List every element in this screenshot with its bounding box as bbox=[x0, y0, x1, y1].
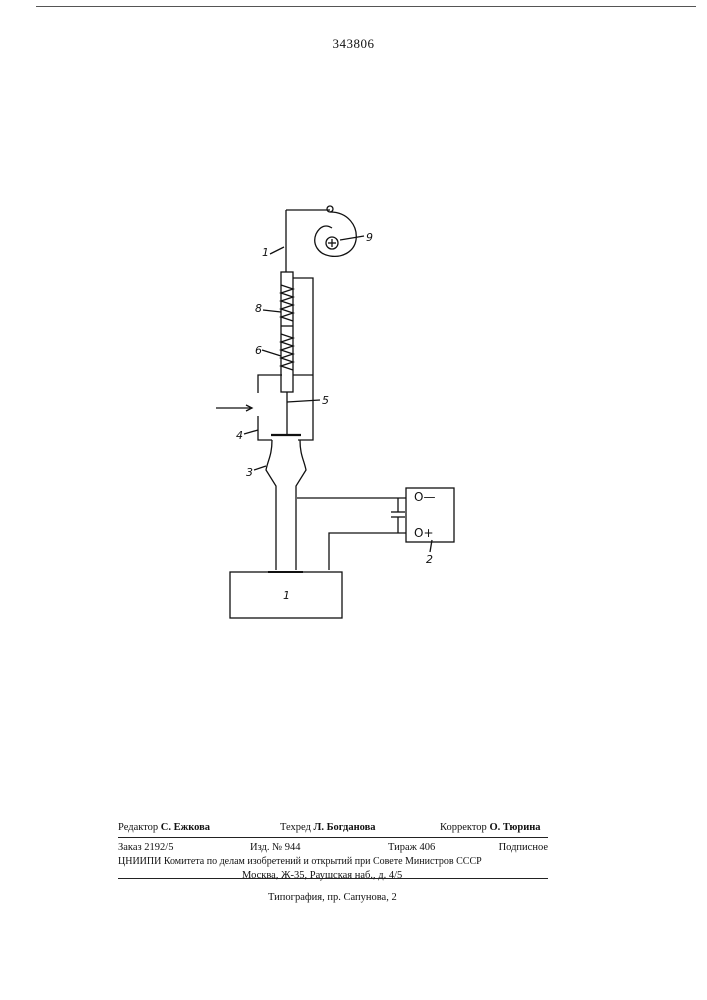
label-power-source: 2 bbox=[426, 553, 433, 566]
editor-label: Редактор bbox=[118, 822, 158, 833]
edition-number: Изд. № 944 bbox=[250, 842, 301, 853]
label-upper-spring: 8 bbox=[255, 302, 262, 315]
label-inlet: 4 bbox=[236, 429, 243, 442]
label-rod: 1 bbox=[262, 246, 269, 259]
label-horn: 3 bbox=[246, 466, 253, 479]
corrector-label: Корректор bbox=[440, 822, 487, 833]
label-cam: 9 bbox=[366, 231, 373, 244]
terminal-positive: O+ bbox=[414, 526, 434, 540]
wire-positive bbox=[329, 533, 406, 570]
printer-row: Типография, пр. Сапунова, 2 bbox=[118, 892, 548, 906]
rule-upper bbox=[118, 837, 548, 838]
label-lower-spring: 6 bbox=[255, 344, 262, 357]
techred-name: Л. Богданова bbox=[314, 822, 376, 833]
rule-lower bbox=[118, 878, 548, 879]
address: Москва, Ж-35, Раушская наб., д. 4/5 bbox=[242, 870, 402, 881]
order-row: Заказ 2192/5 Изд. № 944 Тираж 406 Подпис… bbox=[118, 842, 548, 856]
terminal-negative: O— bbox=[414, 490, 435, 504]
subscription: Подписное bbox=[499, 842, 548, 853]
corrector-name: О. Тюрина bbox=[489, 822, 540, 833]
org-line: ЦНИИПИ Комитета по делам изобретений и о… bbox=[118, 856, 482, 867]
upper-spring bbox=[281, 285, 293, 321]
label-base: 1 bbox=[283, 589, 290, 602]
chamber-left-bottom bbox=[258, 416, 272, 440]
circulation: Тираж 406 bbox=[388, 842, 435, 853]
label-stem: 5 bbox=[322, 394, 329, 407]
cam bbox=[315, 212, 356, 256]
colophon: Редактор С. Ежкова Техред Л. Богданова К… bbox=[118, 822, 548, 906]
credits-row: Редактор С. Ежкова Техред Л. Богданова К… bbox=[118, 822, 548, 836]
cam-pivot bbox=[327, 206, 333, 212]
horn bbox=[266, 440, 276, 570]
lower-spring bbox=[281, 334, 293, 370]
housing-outer bbox=[293, 278, 313, 440]
address-row: Москва, Ж-35, Раушская наб., д. 4/5 bbox=[118, 870, 548, 884]
org-row: ЦНИИПИ Комитета по делам изобретений и о… bbox=[118, 856, 548, 870]
order-number: Заказ 2192/5 bbox=[118, 842, 173, 853]
editor-name: С. Ежкова bbox=[161, 822, 210, 833]
chamber-left-top bbox=[258, 375, 282, 393]
techred-label: Техред bbox=[280, 822, 311, 833]
printer: Типография, пр. Сапунова, 2 bbox=[268, 892, 397, 903]
